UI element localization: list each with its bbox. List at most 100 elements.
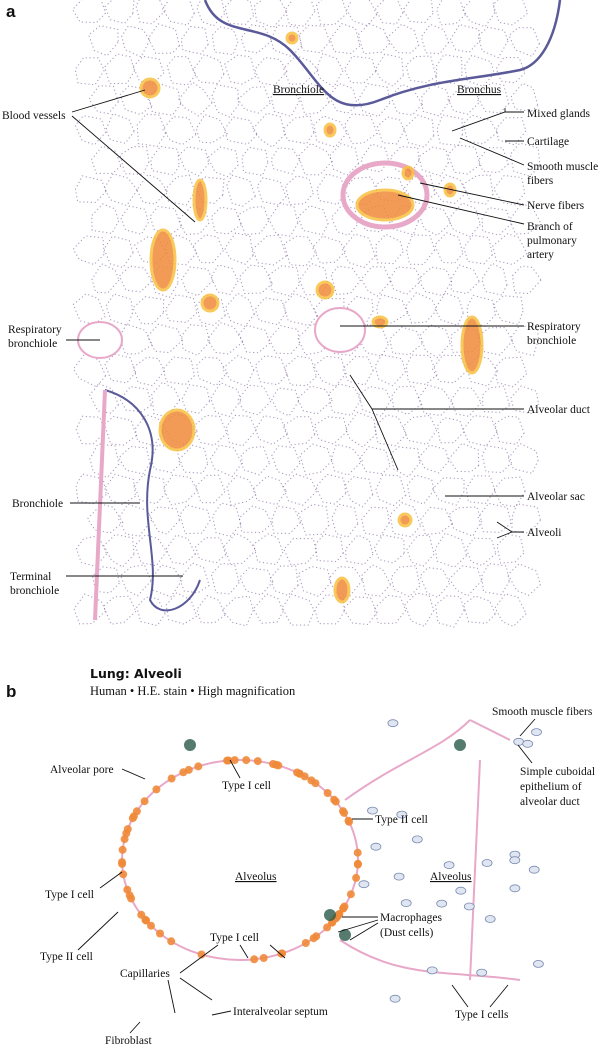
alveolus-wall — [316, 0, 348, 26]
alveolus-wall — [74, 175, 107, 203]
nucleus — [513, 737, 525, 746]
alveolus-wall — [361, 506, 390, 537]
leader-alveolar-duct — [349, 374, 524, 471]
alveolus-wall — [406, 534, 435, 567]
alveolus-wall — [315, 533, 344, 563]
alveolus-wall — [462, 415, 498, 447]
alveolus-wall — [254, 297, 287, 326]
alveolus-wall — [316, 173, 345, 206]
nucleus — [370, 842, 382, 851]
alveolus-wall — [311, 235, 346, 264]
macrophage — [324, 909, 336, 921]
alveolus-wall — [343, 113, 378, 145]
red-blood-cell — [179, 768, 188, 777]
leader-type1-cells — [451, 984, 509, 1008]
alveolus-wall — [105, 293, 134, 326]
red-blood-cell — [346, 890, 355, 899]
label-terminal-1: Terminal — [10, 571, 51, 583]
label-branch-1: Branch of — [527, 221, 573, 233]
red-blood-cell — [242, 756, 251, 765]
respiratory-bronchiole — [314, 307, 366, 353]
red-blood-cell — [118, 858, 126, 867]
macrophage — [184, 739, 196, 751]
blood-vessel — [139, 77, 161, 99]
label-alveolar-pore: Alveolar pore — [50, 764, 114, 776]
alveolus-wall — [88, 25, 119, 57]
red-blood-cell — [223, 756, 232, 765]
alveolus-wall — [315, 52, 344, 88]
alveolus-wall — [493, 174, 526, 206]
alveolus-wall — [448, 565, 483, 597]
alveolus-wall — [462, 595, 496, 624]
alveolus-wall — [447, 144, 481, 175]
alveolus-wall — [103, 173, 138, 207]
alveolus-wall — [136, 113, 167, 147]
alveolus-wall — [166, 55, 197, 86]
alveolus-wall — [103, 533, 135, 568]
label-alveolus-left: Alveolus — [235, 871, 277, 883]
alveolus-wall — [284, 0, 316, 27]
alveolus-wall — [283, 537, 317, 566]
red-blood-cell — [123, 825, 132, 834]
alveolus-wall — [192, 53, 225, 85]
alveolus-wall — [281, 593, 315, 626]
red-blood-cell — [152, 785, 161, 794]
alveolus-wall — [118, 265, 153, 293]
red-blood-cell — [344, 816, 353, 825]
alveolus-wall — [492, 0, 529, 26]
alveolus-wall — [434, 232, 464, 264]
alveolus-wall — [492, 233, 528, 266]
alveolus-wall — [478, 146, 509, 174]
red-blood-cell — [353, 859, 362, 868]
alveolus-wall — [494, 415, 525, 446]
label-bronchiole-left: Bronchiole — [12, 498, 63, 510]
panel-b-title: Lung: Alveoli — [90, 666, 182, 681]
alveolus-wall — [136, 173, 169, 205]
label-alveoli: Alveoli — [527, 527, 562, 539]
leader-type1-mid — [239, 944, 286, 959]
alveolus-wall — [342, 596, 378, 626]
red-blood-cell — [277, 949, 286, 958]
alveolus-wall — [209, 444, 243, 478]
alveolus-wall — [72, 293, 106, 325]
alveolus-wall — [282, 415, 316, 446]
alveolus-wall — [510, 385, 540, 415]
red-blood-cell — [128, 814, 137, 823]
alveolus-wall — [389, 326, 423, 356]
alveolus-wall — [386, 23, 420, 54]
red-blood-cell — [197, 950, 206, 959]
label-septum: Interalveolar septum — [233, 1006, 328, 1018]
label-type2-right: Type II cell — [375, 814, 428, 826]
nucleus — [522, 739, 534, 748]
alveolus-wall — [270, 86, 301, 118]
leader-alveolar-pore — [121, 768, 146, 780]
alveolus-wall — [449, 23, 481, 53]
alveolus-wall — [104, 0, 135, 25]
red-blood-cell — [147, 921, 155, 930]
alveolus-wall — [417, 384, 454, 417]
alveolus-wall — [210, 562, 240, 595]
leader-smooth-muscle-b — [519, 718, 536, 737]
label-type1-left: Type I cell — [45, 889, 94, 901]
alveolus-wall — [181, 266, 214, 297]
alveolus-wall — [376, 116, 405, 145]
alveolus-wall — [194, 537, 227, 564]
alveolus-wall — [509, 202, 543, 235]
alveolus-wall — [119, 564, 152, 597]
alveolus-wall — [476, 82, 510, 114]
label-bronchus: Bronchus — [457, 84, 502, 96]
panel-a-letter: a — [6, 2, 16, 21]
leader-type1-left — [99, 871, 123, 889]
red-blood-cell — [339, 904, 348, 913]
alveolus-wall — [344, 411, 377, 448]
red-blood-cell — [323, 923, 332, 932]
label-resp-left-1: Respiratory — [8, 324, 62, 336]
alveolus-wall — [447, 202, 481, 238]
label-cartilage: Cartilage — [527, 136, 569, 148]
alveolus-wall — [297, 565, 332, 598]
red-blood-cell — [323, 789, 332, 797]
leader-type1-top — [229, 759, 241, 779]
alveolus-wall — [375, 233, 404, 265]
label-type1-cells: Type I cells — [455, 1009, 509, 1021]
alveolus-wall — [358, 323, 389, 357]
